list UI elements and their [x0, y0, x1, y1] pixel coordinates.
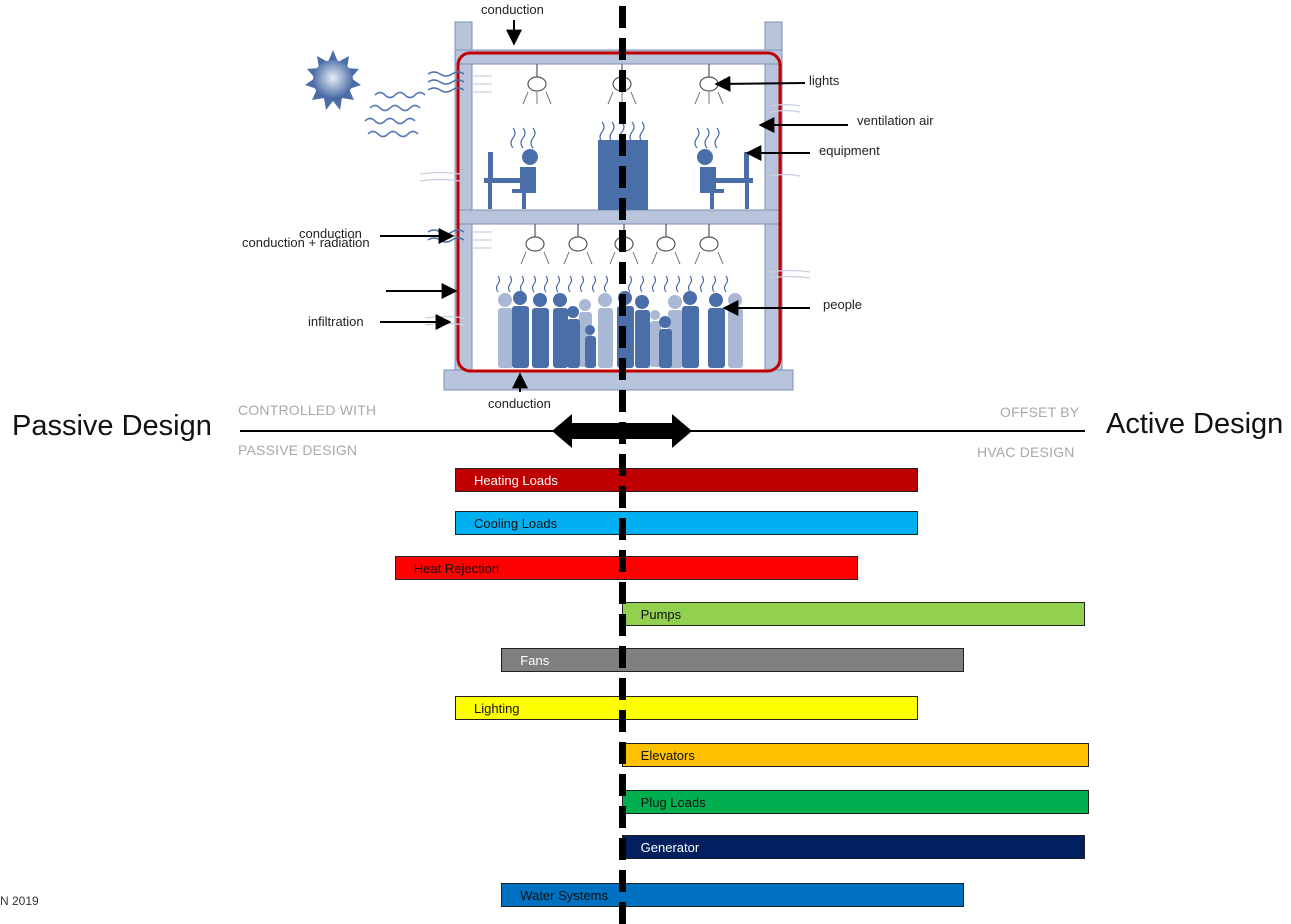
footer-text: N 2019	[0, 894, 39, 908]
active-caption-1: OFFSET BY	[1000, 404, 1080, 420]
bar-label: Elevators	[640, 748, 695, 763]
bar-label: Lighting	[474, 701, 520, 716]
bar-label: Heating Loads	[474, 473, 558, 488]
passive-caption-2: PASSIVE DESIGN	[238, 442, 358, 458]
passive-active-divider	[619, 6, 626, 924]
bar-fans: Fans	[501, 648, 965, 672]
heat-wisps	[495, 121, 729, 293]
annotation-arrows	[380, 20, 848, 392]
bar-label: Pumps	[640, 607, 682, 622]
bar-water-systems: Water Systems	[501, 883, 965, 907]
bar-label: Heat Rejection	[413, 561, 500, 576]
label-infiltration: infiltration	[308, 314, 364, 329]
label-conduction-radiation: conduction + radiation	[242, 235, 370, 250]
active-caption-2: HVAC DESIGN	[977, 444, 1075, 460]
air-flow-lines	[419, 75, 811, 326]
active-design-title: Active Design	[1106, 408, 1284, 440]
label-lights: lights	[809, 73, 840, 88]
building-structure	[443, 21, 794, 391]
people-icon	[498, 291, 743, 368]
label-people: people	[823, 297, 863, 312]
bar-label: Plug Loads	[640, 795, 706, 810]
bar-label: Fans	[520, 653, 550, 668]
passive-caption-1: CONTROLLED WITH	[238, 402, 377, 418]
label-conduction-floor: conduction	[488, 396, 551, 411]
bar-label: Generator	[640, 840, 700, 855]
label-conduction-wall: conduction	[299, 226, 362, 241]
label-equipment: equipment	[819, 143, 880, 158]
bar-elevators: Elevators	[621, 743, 1090, 767]
bar-lighting: Lighting	[455, 696, 918, 720]
bar-pumps: Pumps	[621, 602, 1085, 626]
radiation-waves	[364, 91, 426, 138]
label-ventilation-air: ventilation air	[857, 113, 934, 128]
bar-cooling-loads: Cooling Loads	[455, 511, 918, 535]
passive-design-title: Passive Design	[12, 410, 212, 442]
bar-generator: Generator	[621, 835, 1085, 859]
bar-heating-loads: Heating Loads	[455, 468, 918, 492]
bar-label: Cooling Loads	[474, 516, 558, 531]
sun-icon	[305, 50, 361, 110]
bar-label: Water Systems	[520, 888, 608, 903]
label-conduction-roof: conduction	[481, 2, 544, 17]
bar-plug-loads: Plug Loads	[621, 790, 1090, 814]
bar-heat-rejection: Heat Rejection	[394, 556, 858, 580]
